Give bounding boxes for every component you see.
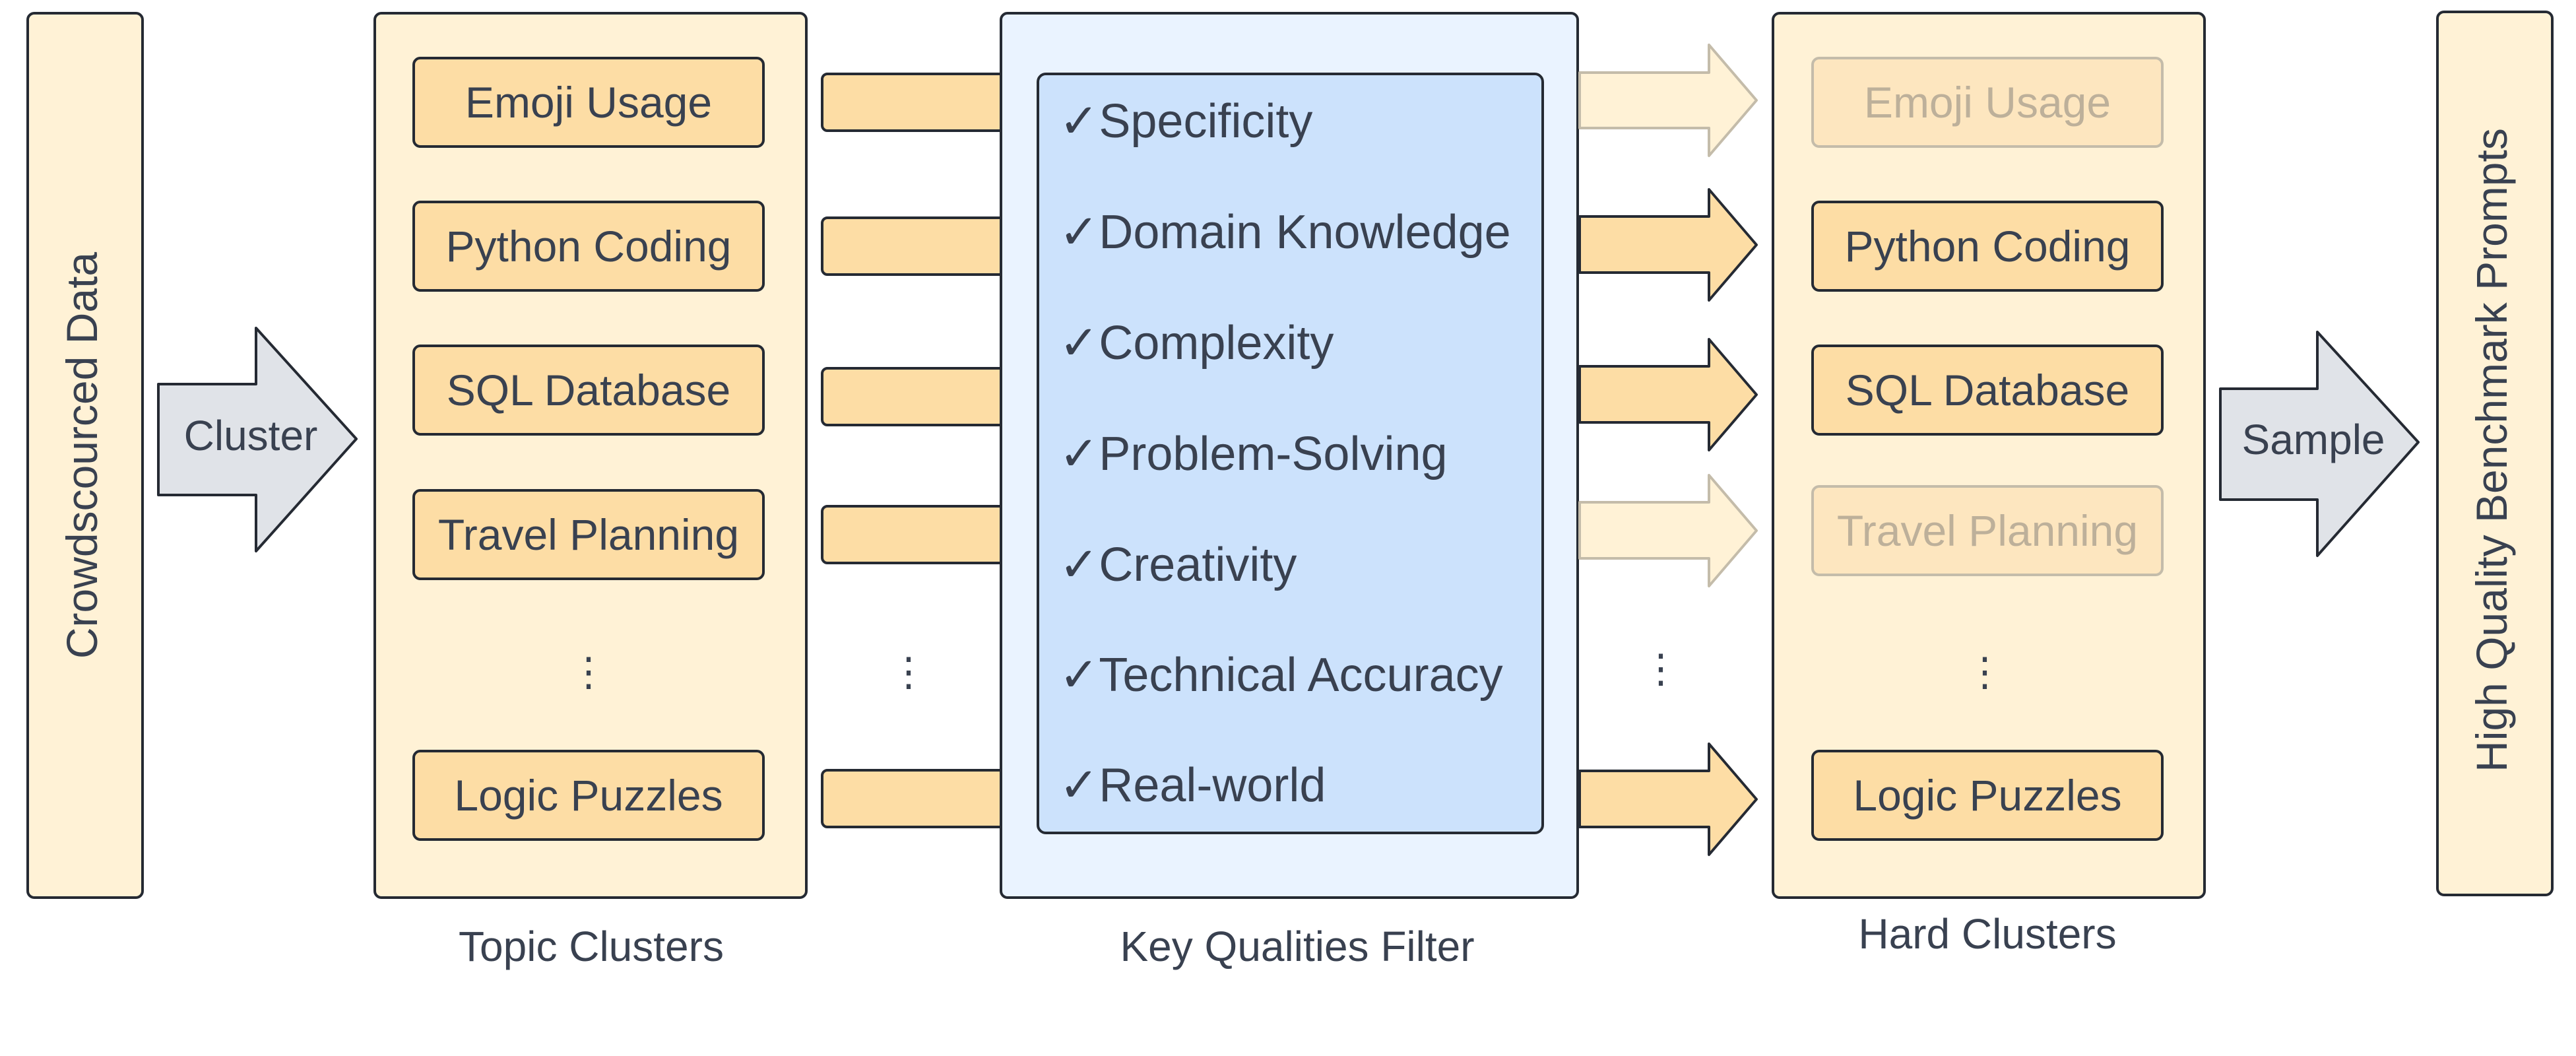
connector-bar <box>821 769 1008 828</box>
connector-bar <box>821 367 1008 426</box>
criterion-item: ✓Specificity <box>1059 95 1312 148</box>
passed-arrow <box>1578 742 1758 856</box>
hard-cluster-item-rejected: Travel Planning <box>1811 485 2164 576</box>
hard-cluster-label: Logic Puzzles <box>1853 771 2121 820</box>
key-qualities-filter: ✓Specificity ✓Domain Knowledge ✓Complexi… <box>1000 12 1579 899</box>
topic-cluster-label: SQL Database <box>447 366 730 414</box>
criterion-item: ✓Problem-Solving <box>1059 428 1448 480</box>
hard-cluster-label: SQL Database <box>1846 366 2129 414</box>
crowdsourced-data-label: Crowdscourced Data <box>57 252 106 659</box>
criterion-item: ✓Complexity <box>1059 317 1334 370</box>
rejected-arrow <box>1578 44 1758 157</box>
connector-bar <box>821 216 1008 276</box>
connector-bar <box>821 73 1008 132</box>
check-icon: ✓ <box>1059 759 1099 812</box>
topic-cluster-item: SQL Database <box>412 345 765 436</box>
check-icon: ✓ <box>1059 95 1099 148</box>
check-icon: ✓ <box>1059 206 1099 259</box>
topic-cluster-label: Travel Planning <box>438 510 739 559</box>
hard-clusters-panel: Emoji Usage Python Coding SQL Database T… <box>1772 12 2206 899</box>
output-arrows: ⋮ <box>1578 44 1758 856</box>
topic-cluster-item: Emoji Usage <box>412 57 765 148</box>
filter-caption: Key Qualities Filter <box>1120 923 1474 970</box>
check-icon: ✓ <box>1059 539 1099 591</box>
hard-cluster-item: Logic Puzzles <box>1811 750 2164 841</box>
connector-bar <box>821 505 1008 564</box>
hard-cluster-label: Travel Planning <box>1837 506 2138 555</box>
hard-cluster-label: Emoji Usage <box>1864 78 2111 127</box>
sample-arrow: Sample <box>2219 331 2420 557</box>
hard-cluster-item-rejected: Emoji Usage <box>1811 57 2164 148</box>
hard-clusters-ellipsis: ⋮ <box>1965 650 2005 694</box>
hard-cluster-item: SQL Database <box>1811 345 2164 436</box>
criterion-item: ✓Creativity <box>1059 539 1297 591</box>
cluster-arrow-label: Cluster <box>184 412 318 459</box>
criterion-item: ✓Domain Knowledge <box>1059 206 1511 259</box>
topic-cluster-item: Logic Puzzles <box>412 750 765 841</box>
benchmark-prompts-box: High Quality Benchmark Prompts <box>2436 11 2554 896</box>
check-icon: ✓ <box>1059 428 1099 480</box>
input-connectors: ⋮ <box>821 73 1008 828</box>
rejected-arrow <box>1578 474 1758 587</box>
topic-clusters-ellipsis: ⋮ <box>569 650 608 694</box>
check-icon: ✓ <box>1059 317 1099 370</box>
hard-cluster-label: Python Coding <box>1845 222 2131 271</box>
topic-clusters-caption: Topic Clusters <box>459 923 724 970</box>
passed-arrow <box>1578 188 1758 302</box>
hard-cluster-item: Python Coding <box>1811 201 2164 292</box>
sample-arrow-label: Sample <box>2242 416 2385 463</box>
topic-cluster-item: Python Coding <box>412 201 765 292</box>
topic-cluster-label: Logic Puzzles <box>454 771 723 820</box>
check-icon: ✓ <box>1059 649 1099 702</box>
criteria-list: ✓Specificity ✓Domain Knowledge ✓Complexi… <box>1059 95 1511 812</box>
topic-cluster-label: Emoji Usage <box>465 78 712 127</box>
passed-arrow <box>1578 338 1758 451</box>
crowdsourced-data-box: Crowdscourced Data <box>26 12 144 899</box>
output-ellipsis: ⋮ <box>1641 647 1681 691</box>
criterion-item: ✓Real-world <box>1059 759 1326 812</box>
connector-ellipsis: ⋮ <box>889 650 928 694</box>
topic-clusters-panel: Emoji Usage Python Coding SQL Database T… <box>373 12 808 899</box>
cluster-arrow: Cluster <box>157 327 358 552</box>
topic-cluster-label: Python Coding <box>446 222 732 271</box>
benchmark-prompts-label: High Quality Benchmark Prompts <box>2467 128 2516 772</box>
criterion-item: ✓Technical Accuracy <box>1059 649 1503 702</box>
hard-clusters-caption: Hard Clusters <box>1858 910 2116 958</box>
topic-cluster-item: Travel Planning <box>412 489 765 580</box>
